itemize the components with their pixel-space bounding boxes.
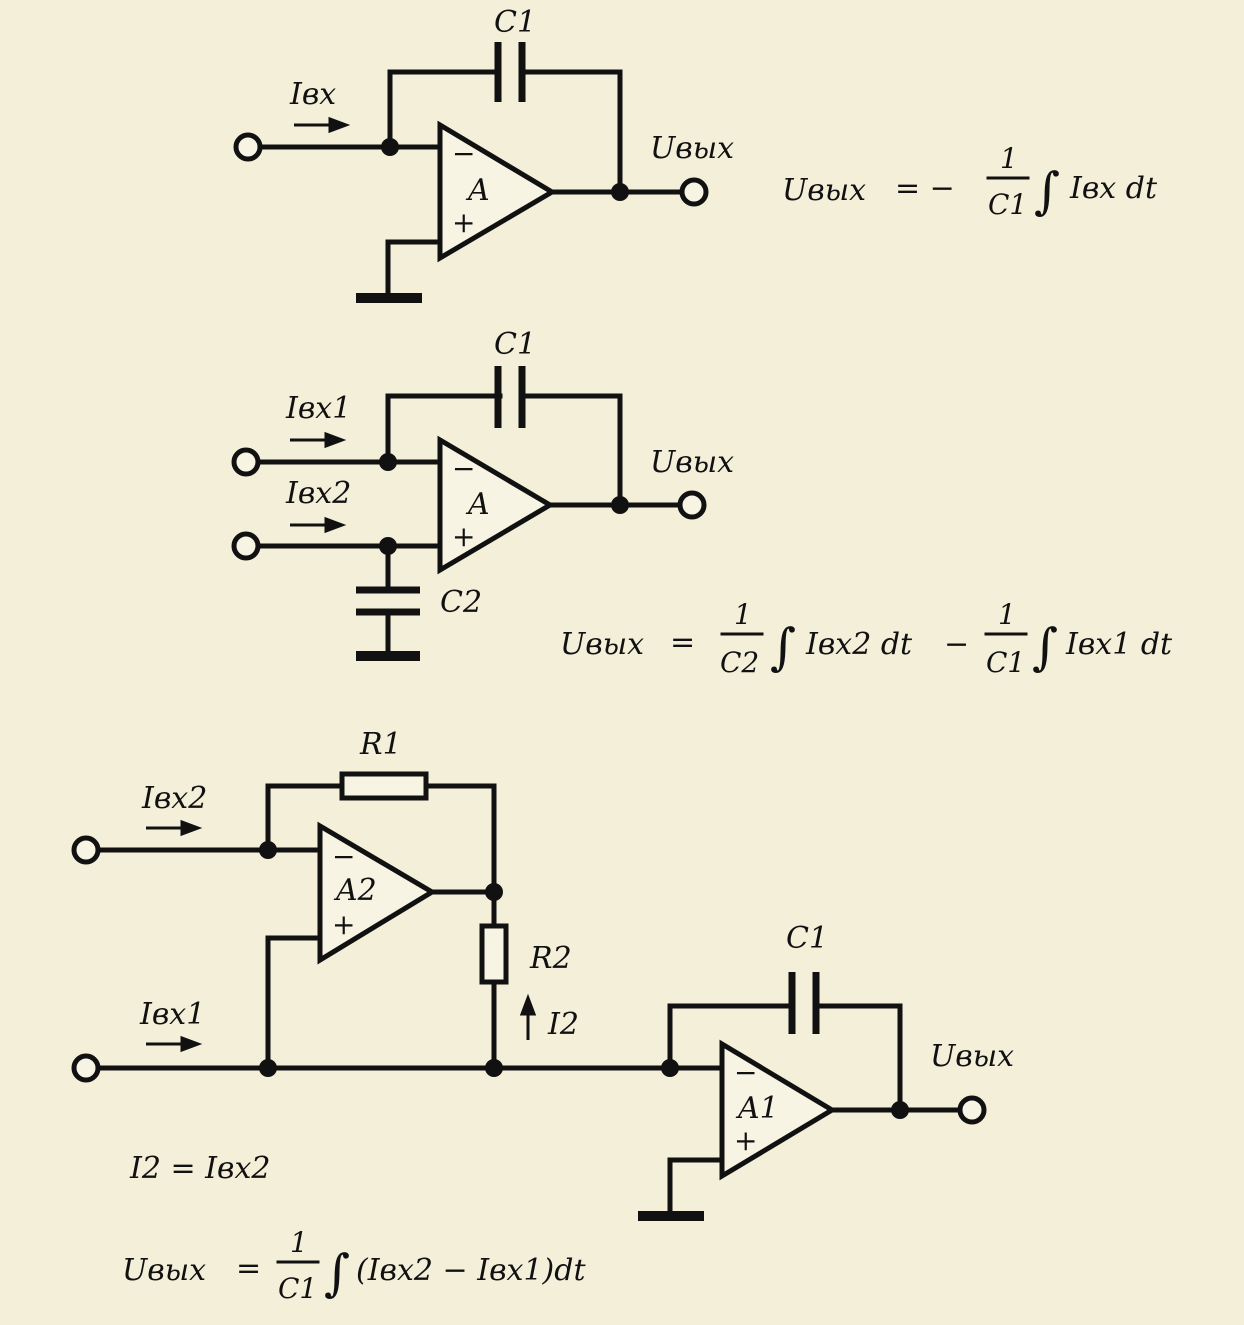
c3-c1-label: C1 — [786, 921, 828, 956]
c2-current1-arrow — [290, 431, 347, 449]
c3-input2-current-label: Iвх2 — [141, 781, 207, 816]
c3-junction-input1 — [259, 1059, 277, 1077]
c1-junction-input — [381, 138, 399, 156]
c2-formula-body2: Iвх1 dt — [1065, 627, 1173, 662]
c3-current1-arrow — [146, 1035, 203, 1053]
c1-current-arrow — [294, 116, 351, 134]
c3-a2-minus-sign: − — [332, 840, 355, 873]
c3-a2-plus-sign: + — [332, 908, 355, 941]
c3-output-label: Uвых — [930, 1039, 1014, 1074]
c1-formula: Uвых = − 1 C1 ∫ Iвх dt — [782, 142, 1158, 221]
c1-amp-label: A — [465, 173, 490, 208]
c3-junction-r2 — [485, 1059, 503, 1077]
c2-formula-eq: = — [670, 625, 695, 660]
c2-input2-current-label: Iвх2 — [285, 476, 351, 511]
c3-a1-plus-sign: + — [734, 1124, 757, 1157]
c3-a1-minus-sign: − — [734, 1056, 757, 1089]
c3-formula-num: 1 — [290, 1226, 308, 1259]
c3-formula-body: (Iвх2 − Iвх1)dt — [356, 1253, 586, 1288]
c3-a2-label: A2 — [333, 873, 377, 908]
c2-minus-sign: − — [452, 452, 475, 485]
c3-junction-a2-output — [485, 883, 503, 901]
c1-formula-eq: = − — [895, 171, 955, 206]
c3-a1-label: A1 — [735, 1091, 779, 1126]
c2-junction-output — [611, 496, 629, 514]
c1-formula-num: 1 — [1000, 142, 1018, 175]
c2-cap2-label: C2 — [440, 585, 482, 620]
c2-formula-op: − — [944, 627, 969, 662]
c3-current2-arrow — [146, 819, 203, 837]
c2-current2-arrow — [290, 516, 347, 534]
c3-output-terminal — [957, 1095, 987, 1125]
c3-formula-eq: = — [236, 1251, 261, 1286]
c3-input1-terminal — [71, 1053, 101, 1083]
c2-amp-label: A — [465, 487, 490, 522]
c3-current-relation: I2 = Iвх2 — [129, 1151, 270, 1186]
c3-r1-resistor — [339, 771, 429, 801]
circuit-3-two-amp-integrator: − A2 + − A1 + R1 R2 C1 Iвх2 Iвх1 I — [71, 727, 1014, 1305]
c3-formula-den: C1 — [278, 1272, 317, 1305]
c2-input2-terminal — [231, 531, 261, 561]
c3-formula-integral: ∫ — [324, 1244, 350, 1302]
c3-opamp-a2 — [317, 821, 437, 965]
c2-formula-num2: 1 — [998, 598, 1016, 631]
c3-formula-lhs: Uвых — [122, 1253, 206, 1288]
c1-output-terminal — [679, 177, 709, 207]
c2-formula-lhs: Uвых — [560, 627, 644, 662]
c2-formula-num1: 1 — [734, 598, 752, 631]
c3-r2-label: R2 — [529, 941, 572, 976]
c2-formula: Uвых = 1 C2 ∫ Iвх2 dt − 1 C1 ∫ Iвх1 dt — [560, 598, 1173, 679]
c2-junction-input2 — [379, 537, 397, 555]
c1-input-current-label: Iвх — [289, 77, 336, 112]
c1-formula-lhs: Uвых — [782, 173, 866, 208]
c2-formula-den1: C2 — [720, 646, 759, 679]
circuit-2-differential-integrator: − A + C1 C2 Iвх1 Iвх2 Uвых Uвых = 1 C2 ∫… — [231, 327, 1173, 679]
c2-input1-terminal — [231, 447, 261, 477]
c2-opamp — [437, 435, 555, 575]
c2-output-label: Uвых — [650, 445, 734, 480]
c1-cap-label: C1 — [494, 5, 536, 40]
c1-output-label: Uвых — [650, 131, 734, 166]
c2-formula-integral-2: ∫ — [1032, 618, 1058, 676]
c1-formula-den: C1 — [988, 188, 1027, 221]
c3-junction-input2 — [259, 841, 277, 859]
c3-i2-arrow — [519, 993, 537, 1040]
c2-plus-sign: + — [452, 520, 475, 553]
c3-i2-label: I2 — [547, 1007, 579, 1042]
c1-junction-output — [611, 183, 629, 201]
c3-input2-terminal — [71, 835, 101, 865]
c2-junction-input1 — [379, 453, 397, 471]
c1-plus-sign: + — [452, 206, 475, 239]
c2-formula-integral-1: ∫ — [770, 618, 796, 676]
c3-formula: Uвых = 1 C1 ∫ (Iвх2 − Iвх1)dt — [122, 1226, 586, 1305]
c2-input1-current-label: Iвх1 — [285, 391, 351, 426]
c2-formula-den2: C1 — [986, 646, 1025, 679]
c1-minus-sign: − — [452, 137, 475, 170]
c2-formula-body1: Iвх2 dt — [805, 627, 913, 662]
c2-output-terminal — [677, 490, 707, 520]
c3-r2-resistor — [479, 923, 509, 985]
c2-cap1-label: C1 — [494, 327, 536, 362]
c3-opamp-a1 — [719, 1039, 837, 1181]
c1-formula-body: Iвх dt — [1069, 171, 1158, 206]
c3-junction-c1 — [661, 1059, 679, 1077]
c3-r1-label: R1 — [359, 727, 402, 762]
circuit-1-inverting-integrator: − A + C1 Iвх Uвых Uвых = − 1 C1 ∫ Iвх dt — [233, 5, 1158, 303]
c1-formula-integral: ∫ — [1034, 162, 1060, 220]
c1-opamp — [437, 120, 557, 263]
c3-input1-current-label: Iвх1 — [139, 997, 205, 1032]
c3-junction-output — [891, 1101, 909, 1119]
c1-input-terminal — [233, 132, 263, 162]
